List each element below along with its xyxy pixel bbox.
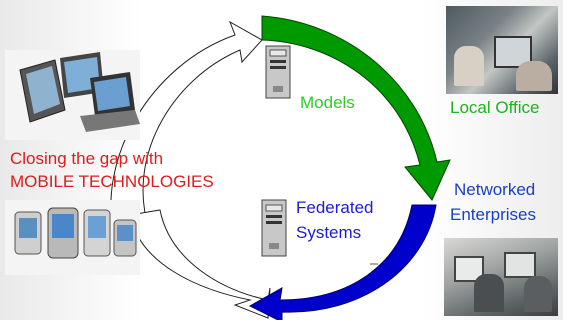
office-photo [446,6,558,94]
laptop-icon [5,50,140,140]
white-arrow-lower [129,209,271,319]
enterprise-photo [444,238,558,316]
networked-label-line2: Enterprises [450,205,536,224]
local-office-label: Local Office [450,98,540,117]
server-icon [265,45,291,99]
federated-label-line2: Systems [296,223,362,242]
closing-gap-line2: MOBILE TECHNOLOGIES [10,172,214,191]
models-label: Models [300,93,355,112]
server-icon [261,199,287,257]
pda-icon [5,200,140,275]
blue-arrow [248,204,437,320]
closing-gap-line1: Closing the gap with [10,149,164,168]
green-arrow [261,15,451,201]
federated-label-line1: Federated [296,198,374,217]
networked-label-line1: Networked [454,180,536,199]
